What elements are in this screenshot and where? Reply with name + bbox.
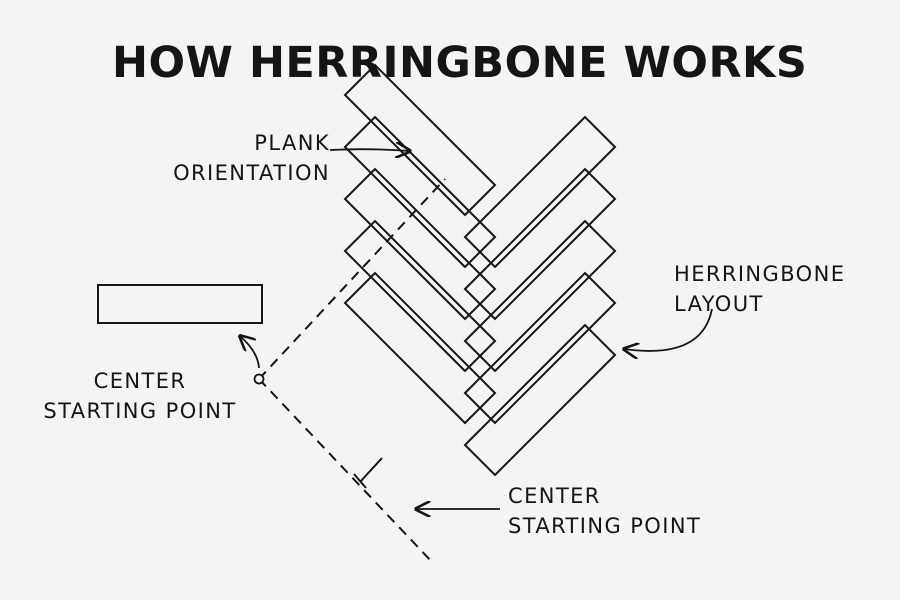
- diagram-title: HOW HERRINGBONE WORKS: [112, 38, 808, 88]
- plank-left-1: [343, 271, 497, 425]
- herringbone-layout-label: HERRINGBONE LAYOUT: [674, 259, 845, 319]
- plank-left-4: [343, 115, 497, 269]
- herringbone-layout-line-2: LAYOUT: [674, 292, 764, 316]
- center-guide-upper: [258, 178, 446, 380]
- herringbone-layout-line-1: HERRINGBONE: [674, 262, 846, 286]
- plank-orientation-label: PLANK ORIENTATION: [150, 128, 330, 188]
- plank-orientation-arrow: [329, 149, 410, 151]
- plank-right-5: [463, 115, 617, 269]
- sample-plank: [97, 284, 263, 324]
- plank-orientation-line-1: PLANK: [254, 131, 330, 155]
- center-starting-point-label-bottom: CENTER STARTING POINT: [508, 481, 701, 541]
- herringbone-planks: [343, 63, 617, 477]
- plank-orientation-line-2: ORIENTATION: [173, 161, 330, 185]
- center-bottom-line-1: CENTER: [508, 484, 601, 508]
- center-left-line-2: STARTING POINT: [43, 399, 237, 423]
- start-tick: [353, 473, 367, 489]
- plank-left-2: [343, 219, 497, 373]
- start-line: [359, 457, 383, 483]
- center-guide-lower: [258, 378, 433, 563]
- plank-left-3: [343, 167, 497, 321]
- plank-right-2: [463, 271, 617, 425]
- layout-arrow: [624, 308, 713, 351]
- plank-left-5: [343, 63, 497, 217]
- center-point-marker: [253, 373, 265, 385]
- center-bottom-line-2: STARTING POINT: [508, 514, 702, 538]
- center-left-arrow: [240, 336, 260, 369]
- plank-right-3: [463, 219, 617, 373]
- plank-right-1: [463, 323, 617, 477]
- center-left-line-1: CENTER: [93, 369, 187, 393]
- plank-right-4: [463, 167, 617, 321]
- center-starting-point-label-left: CENTER STARTING POINT: [30, 366, 250, 426]
